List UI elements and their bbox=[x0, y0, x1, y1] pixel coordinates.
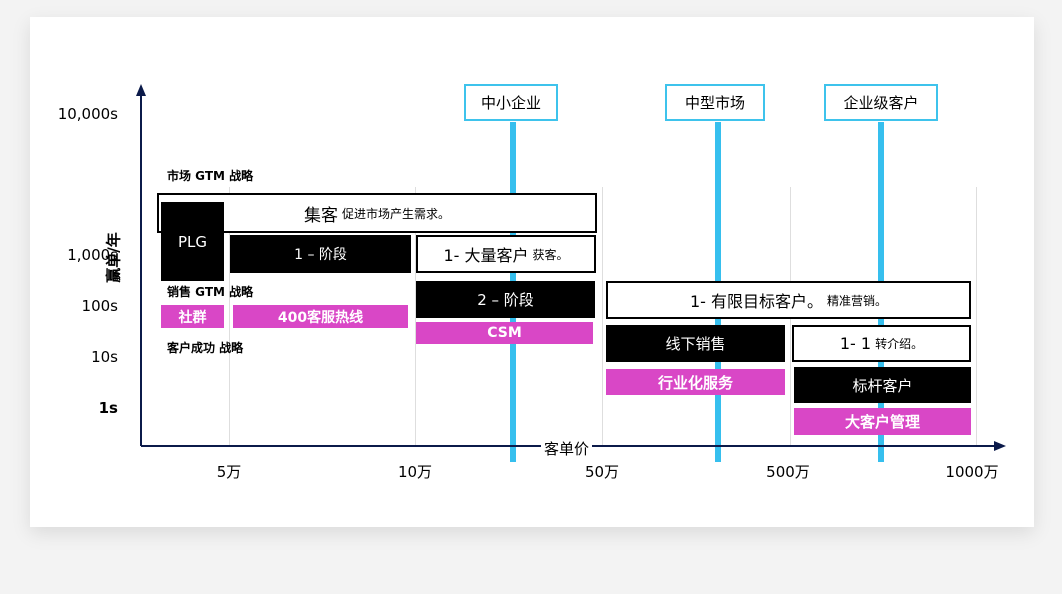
segment-mid: 中型市场 bbox=[665, 84, 765, 121]
grid-line bbox=[229, 187, 230, 445]
plg-box: PLG bbox=[161, 202, 224, 281]
stage1-box: 1 – 阶段 bbox=[230, 235, 411, 273]
cs-gtm-label: 客户成功 战略 bbox=[167, 341, 244, 355]
community-box: 社群 bbox=[161, 305, 224, 328]
x-tick: 50万 bbox=[584, 463, 620, 481]
targeted-desc: 精准营销。 bbox=[827, 293, 888, 308]
y-tick: 1,000s bbox=[67, 246, 118, 264]
x-axis-label: 客单价 bbox=[541, 438, 593, 459]
y-tick: 10s bbox=[91, 348, 118, 366]
csm-box: CSM bbox=[416, 322, 593, 344]
x-tick: 500万 bbox=[766, 463, 810, 481]
grid-line bbox=[976, 187, 977, 445]
targeted-accounts-box: 1- 有限目标客户。精准营销。 bbox=[606, 281, 971, 319]
one-to-one-desc: 转介绍。 bbox=[875, 337, 924, 351]
mass-acquisition-box: 1- 大量客户获客。 bbox=[416, 235, 596, 273]
y-tick: 10,000s bbox=[57, 105, 118, 123]
sales-gtm-label: 销售 GTM 战略 bbox=[167, 285, 254, 299]
stage2-box: 2 – 阶段 bbox=[416, 281, 595, 318]
segment-smb: 中小企业 bbox=[464, 84, 558, 121]
x-tick: 1000万 bbox=[945, 463, 999, 481]
mass-desc: 获客。 bbox=[532, 247, 569, 262]
inbound-title: 集客 bbox=[303, 205, 338, 226]
targeted-title: 1- 有限目标客户。 bbox=[689, 292, 824, 311]
inbound-marketing-box: 集客促进市场产生需求。 bbox=[157, 193, 597, 233]
inbound-desc: 促进市场产生需求。 bbox=[341, 206, 450, 221]
segment-enterprise: 企业级客户 bbox=[824, 84, 938, 121]
offline-sales-box: 线下销售 bbox=[606, 325, 785, 362]
one-to-one-title: 1- 1 bbox=[839, 334, 872, 353]
x-tick: 10万 bbox=[397, 463, 433, 481]
benchmark-customer-box: 标杆客户 bbox=[794, 367, 971, 403]
market-gtm-label: 市场 GTM 战略 bbox=[167, 169, 254, 183]
hotline-box: 400客服热线 bbox=[233, 305, 408, 328]
mass-title: 1- 大量客户 bbox=[443, 246, 529, 265]
y-tick: 100s bbox=[81, 297, 118, 315]
grid-line bbox=[415, 187, 416, 445]
key-account-box: 大客户管理 bbox=[794, 408, 971, 435]
industry-service-box: 行业化服务 bbox=[606, 369, 785, 395]
x-tick: 5万 bbox=[216, 463, 242, 481]
grid-line bbox=[602, 187, 603, 445]
y-tick: 1s bbox=[98, 399, 118, 417]
